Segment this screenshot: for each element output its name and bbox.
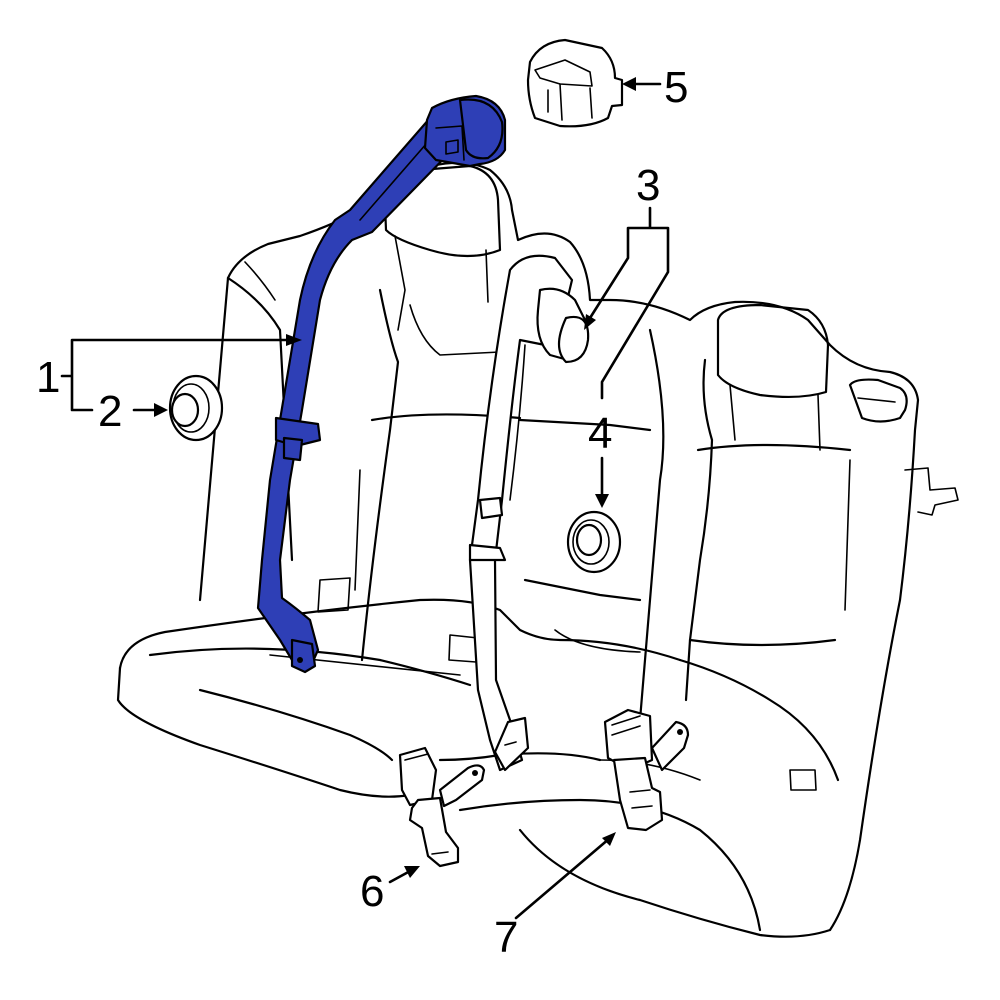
callout-7: 7	[494, 913, 518, 962]
part-7-buckle	[603, 708, 690, 832]
callout-3: 3	[636, 161, 660, 210]
part-6-buckle	[398, 746, 486, 868]
leader-lines	[60, 77, 670, 920]
callout-6: 6	[360, 867, 384, 916]
part-2-cover-cap	[168, 374, 224, 442]
callout-2: 2	[98, 387, 122, 436]
callout-labels: 1 2 3 4 5 6 7	[36, 63, 688, 962]
rear-seat-drawing	[116, 161, 959, 938]
part-1-seat-belt-assembly[interactable]	[256, 94, 507, 674]
part-3-belt-assembly	[468, 254, 590, 772]
callout-1: 1	[36, 353, 60, 402]
callout-4: 4	[588, 409, 612, 458]
part-4-cover-cap	[566, 510, 622, 574]
callout-5: 5	[664, 63, 688, 112]
part-5-retractor-cover	[526, 38, 624, 128]
